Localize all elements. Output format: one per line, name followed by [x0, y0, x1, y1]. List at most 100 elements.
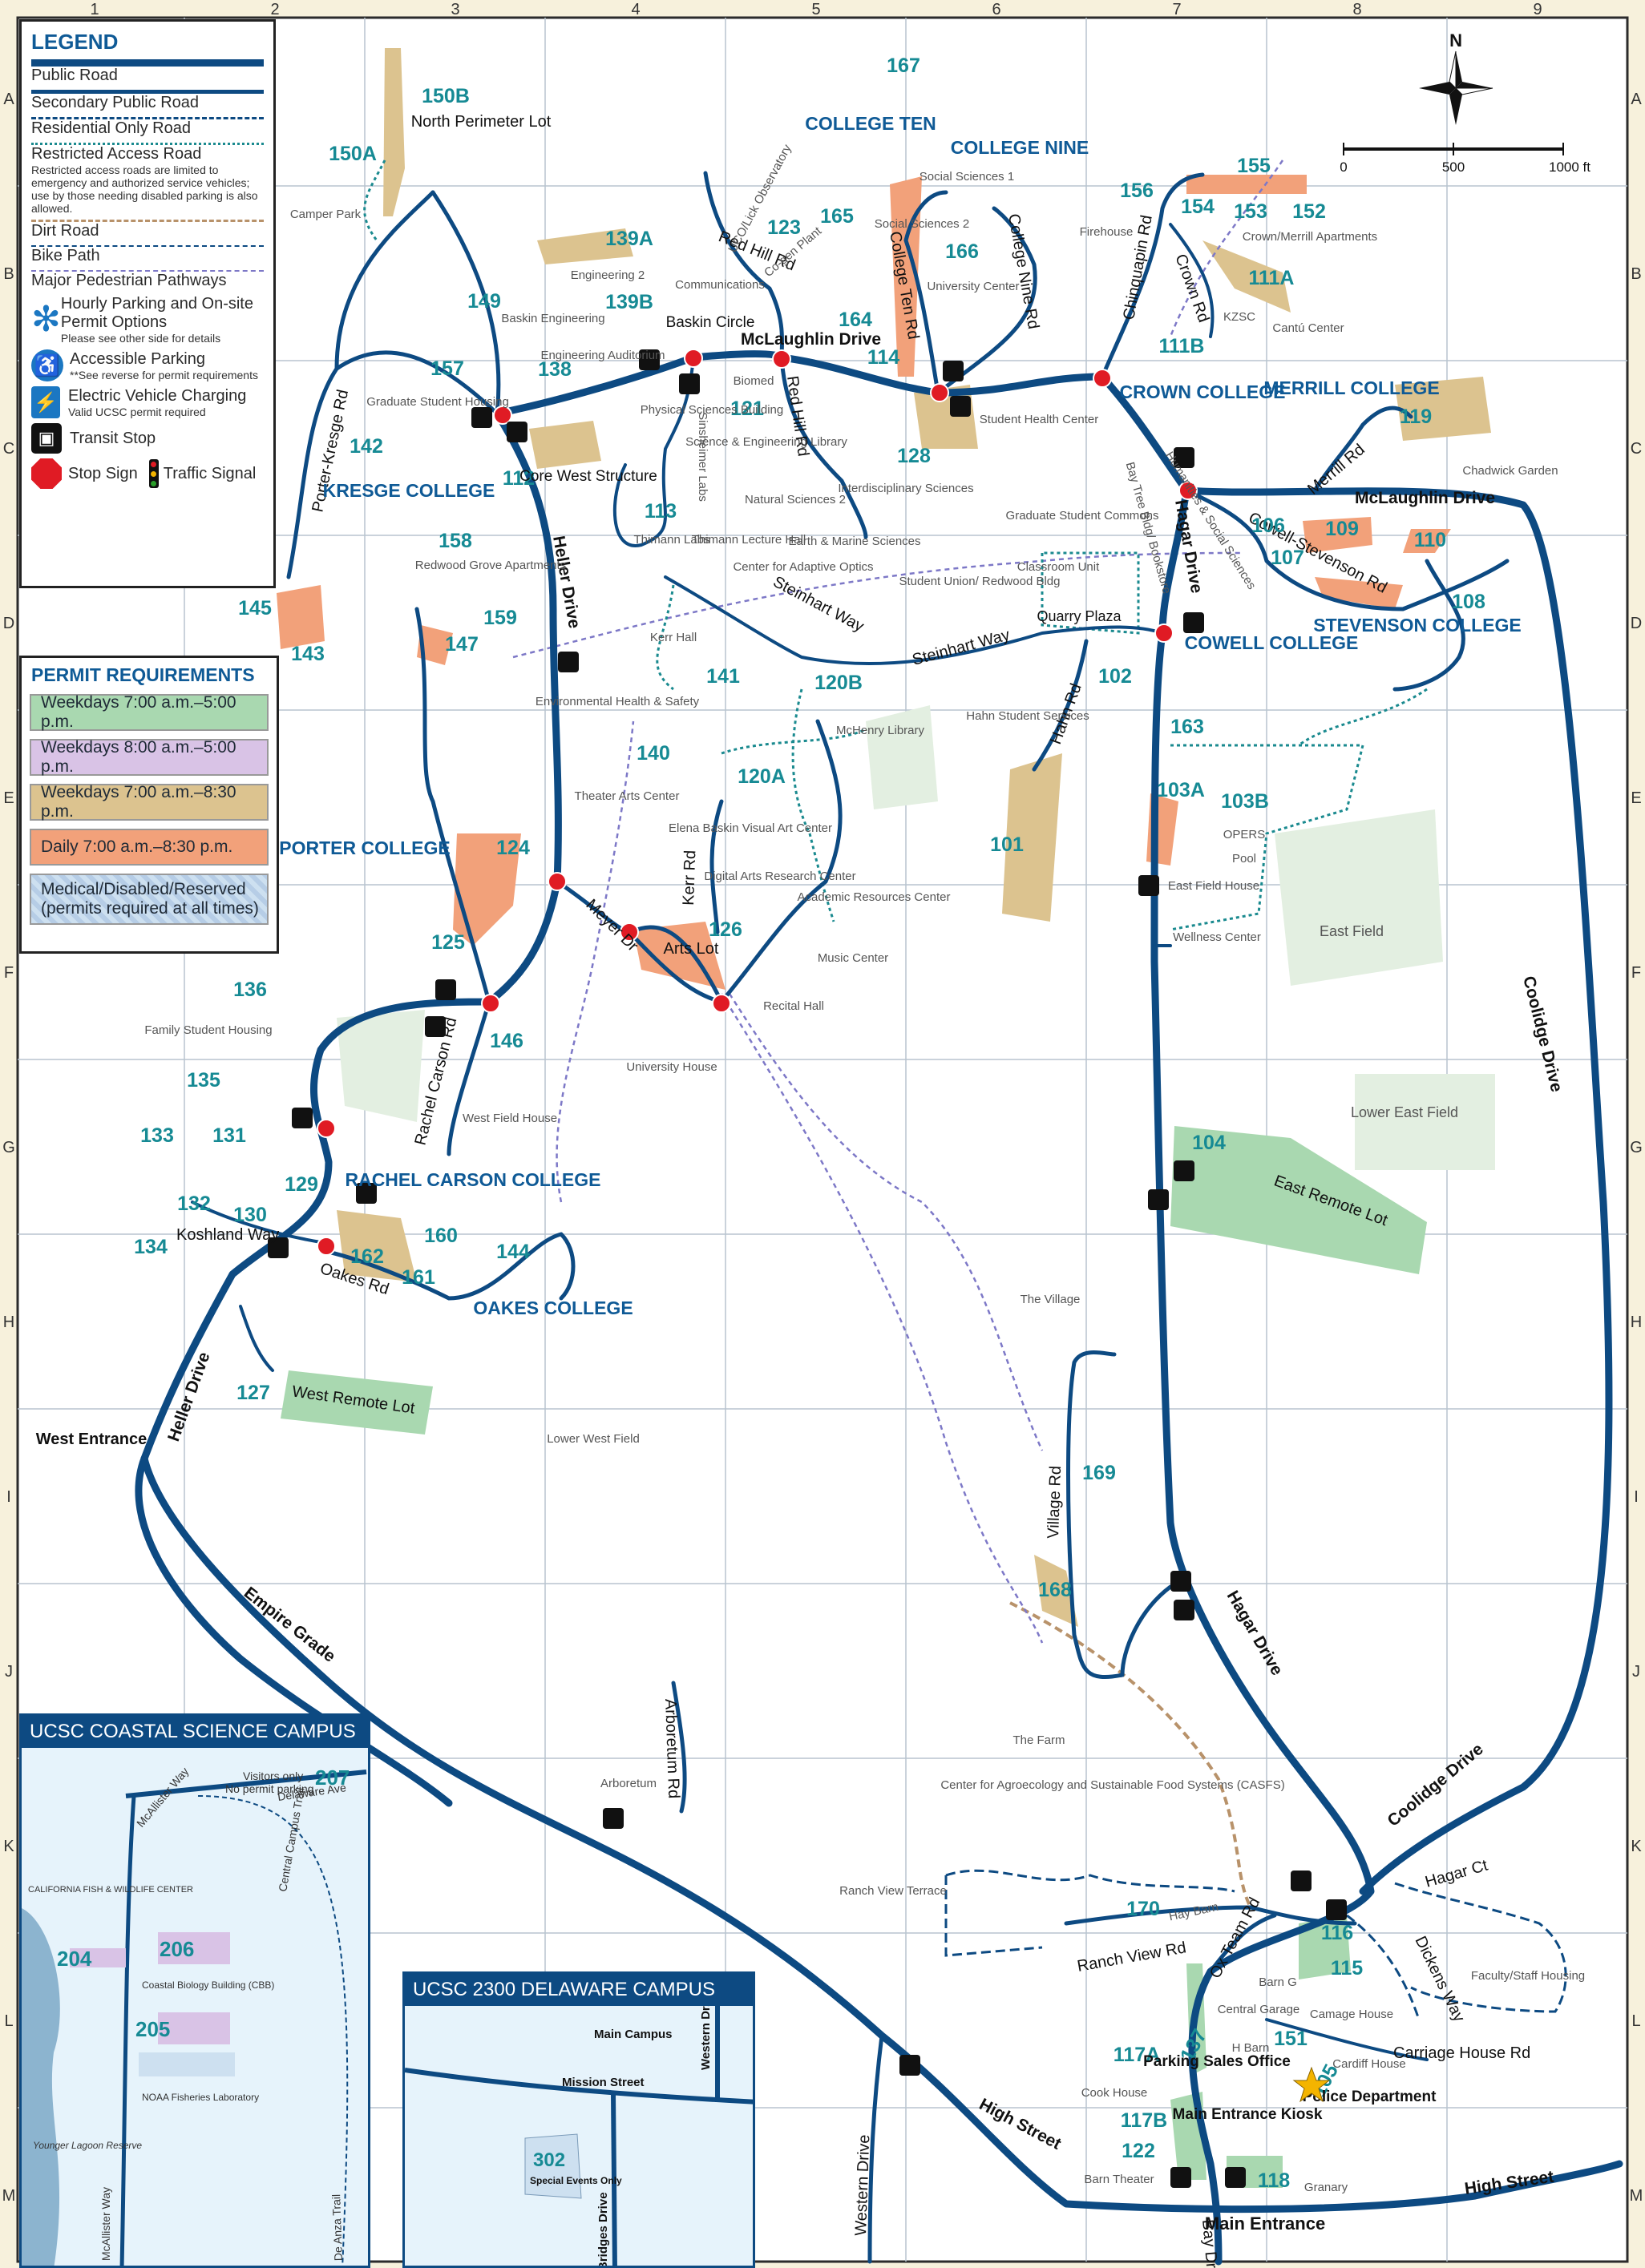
inset-label: McAllister Way: [134, 1765, 191, 1830]
place-label: Granary: [1304, 2181, 1348, 2194]
lot-label: 169: [1082, 1462, 1116, 1484]
place-label: Engineering Auditorium: [540, 349, 665, 362]
lot-119: [1395, 377, 1491, 441]
place-label: University Center: [927, 280, 1019, 293]
lot-111a: [1202, 240, 1291, 313]
inset-label: No permit parking: [225, 1782, 314, 1795]
inset-label: Mission Street: [562, 2076, 645, 2089]
lot-label: 142: [350, 435, 383, 458]
lot-162: [337, 1210, 417, 1282]
grid-row-label: J: [1632, 1663, 1640, 1681]
lot-label: 135: [187, 1069, 220, 1092]
place-label: Barn Theater: [1084, 2173, 1154, 2186]
legend-item-dirt-road: Dirt Road: [31, 220, 264, 240]
permit-panel: PERMIT REQUIREMENTS Weekdays 7:00 a.m.–5…: [19, 656, 279, 954]
grid-row-label: C: [3, 440, 14, 458]
scale-bar: 0 500 1000 ft: [1340, 143, 1590, 175]
place-label: Wellness Center: [1173, 930, 1261, 944]
coastal-inset-map: Visitors only No permit parking McAllist…: [22, 1765, 367, 2266]
place-label: KZSC: [1223, 310, 1255, 324]
lot-label: 159: [483, 607, 517, 629]
legend-item-secondary-road: Secondary Public Road: [31, 90, 264, 112]
place-label: Student Health Center: [980, 413, 1098, 426]
legend-note: Restricted access roads are limited to e…: [31, 163, 258, 215]
lot-label: 150A: [329, 143, 377, 165]
legend-label: Electric Vehicle Charging: [68, 386, 247, 405]
place-label: Baskin Engineering: [501, 312, 604, 325]
grid-row-label: A: [1631, 91, 1642, 108]
grid-col-label: 3: [451, 1, 459, 18]
lot-label: 109: [1325, 518, 1359, 540]
road-label: Carriage House Rd: [1393, 2044, 1530, 2062]
lot-label: 129: [285, 1173, 318, 1196]
lot-label: 103B: [1221, 790, 1269, 813]
lot-label: 120B: [814, 672, 863, 694]
lot-label: 117B: [1121, 2109, 1167, 2132]
lot-label: 143: [291, 643, 325, 665]
grid-row-label: F: [4, 964, 14, 982]
place-label: Cook House: [1081, 2086, 1148, 2100]
grid-row-label: I: [1634, 1488, 1639, 1506]
legend-item-pedestrian: Major Pedestrian Pathways: [31, 270, 264, 290]
place-label: Earth & Marine Sciences: [788, 535, 920, 548]
college-label: CROWN COLLEGE: [1120, 381, 1286, 402]
college-label: OAKES COLLEGE: [473, 1297, 633, 1318]
place-label: Elena Baskin Visual Art Center: [669, 821, 832, 835]
college-label: STEVENSON COLLEGE: [1313, 615, 1521, 636]
accessible-parking-icon: ♿: [31, 349, 63, 381]
grid-row-label: G: [2, 1139, 15, 1156]
lot-label: 101: [990, 833, 1024, 856]
lot-label: 116: [1321, 1922, 1353, 1944]
lot-label: 114: [867, 346, 899, 369]
lot-label: 103A: [1157, 779, 1205, 801]
place-label: Arboretum: [600, 1777, 657, 1790]
college-label: RACHEL CARSON COLLEGE: [345, 1169, 600, 1190]
legend-label: Stop Sign: [68, 464, 138, 482]
college-label: KRESGE COLLEGE: [323, 480, 495, 501]
place-label: Natural Sciences 2: [745, 493, 846, 506]
college-label: COWELL COLLEGE: [1185, 632, 1359, 653]
place-label: Sinsheimer Labs: [696, 412, 709, 502]
permit-label: Medical/Disabled/Reserved: [41, 880, 246, 898]
delaware-campus-inset: UCSC 2300 DELAWARE CAMPUS Main Campus We…: [402, 1971, 755, 2268]
road-label: Bay Dr.: [1198, 2219, 1221, 2268]
place-label: Camage House: [1310, 2008, 1393, 2021]
scale-label: 500: [1442, 159, 1465, 175]
legend-label: Dirt Road: [31, 222, 99, 240]
college-label: COLLEGE NINE: [951, 137, 1089, 158]
legend-label: Accessible Parking: [70, 349, 205, 368]
grid-row-label: M: [1630, 2187, 1643, 2205]
place-label: Theater Arts Center: [575, 789, 680, 803]
grid-row-label: J: [5, 1663, 13, 1681]
place-label: Music Center: [818, 951, 888, 965]
inset-lot-label: 204: [57, 1947, 92, 1971]
lot-label: 128: [897, 445, 931, 467]
lot-label: 111B: [1158, 335, 1204, 357]
lot-label: 112: [503, 467, 535, 490]
legend-label: Secondary Public Road: [31, 94, 200, 111]
place-label: Center for Agroecology and Sustainable F…: [940, 1778, 1284, 1792]
permit-label: Weekdays 8:00 a.m.–5:00 p.m.: [41, 738, 236, 776]
place-label: Engineering 2: [571, 268, 645, 282]
place-label: Lower East Field: [1351, 1104, 1458, 1120]
lot-109: [1303, 517, 1372, 553]
place-label: Parking Sales Office: [1143, 2053, 1291, 2070]
grid-row-label: B: [3, 265, 14, 283]
ev-charging-icon: ⚡: [31, 386, 60, 418]
place-label: Thimann Lecture Hall: [692, 533, 806, 547]
lot-label: 132: [177, 1193, 211, 1215]
lot-label: 102: [1098, 665, 1132, 688]
place-label: Academic Resources Center: [798, 890, 951, 904]
legend-panel: LEGEND Public Road Secondary Public Road…: [19, 19, 276, 588]
place-label: Interdisciplinary Sciences: [838, 482, 973, 495]
grid-row-label: C: [1631, 440, 1642, 458]
lot-label: 125: [431, 931, 465, 954]
lot-label: 140: [637, 742, 670, 765]
lot-label: 170: [1126, 1898, 1160, 1920]
lot-label: 157: [430, 357, 464, 380]
lot-label: 154: [1181, 196, 1215, 218]
lot-label: 118: [1258, 2169, 1290, 2192]
permit-swatch: Medical/Disabled/Reserved (permits requi…: [30, 874, 269, 925]
lot-label: 139B: [605, 291, 653, 313]
road-label: McLaughlin Drive: [741, 330, 881, 349]
